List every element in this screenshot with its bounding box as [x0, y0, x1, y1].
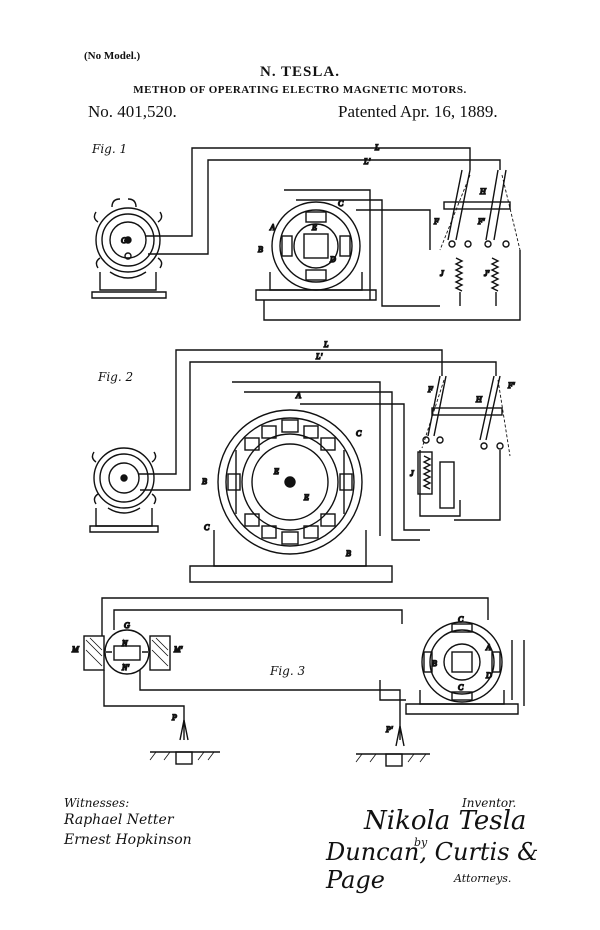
svg-text:D: D [329, 255, 336, 264]
svg-text:F: F [433, 217, 439, 226]
fig1-generator [91, 198, 167, 299]
svg-text:C: C [356, 429, 362, 438]
svg-text:L: L [323, 340, 329, 349]
attorneys-label: Attorneys. [454, 872, 512, 885]
svg-text:B: B [346, 549, 351, 558]
attorneys-signature: Duncan, Curtis & Page [326, 838, 539, 894]
witness-signature-2: Ernest Hopkinson [64, 832, 192, 848]
fig2-generator [89, 447, 159, 533]
svg-text:D: D [485, 671, 492, 680]
fig2-motor [189, 381, 430, 583]
svg-text:P': P' [385, 725, 393, 734]
inventor-signature: Nikola Tesla [364, 806, 527, 836]
fig1-switch [439, 169, 521, 306]
svg-text:E: E [311, 223, 317, 232]
svg-text:J: J [410, 469, 414, 478]
svg-text:A: A [485, 643, 491, 652]
fig2-label: Fig. 2 [98, 370, 134, 384]
fig3-grounds [149, 719, 430, 767]
svg-text:N: N [121, 639, 128, 648]
patent-title: METHOD OF OPERATING ELECTRO MAGNETIC MOT… [133, 84, 467, 96]
svg-text:E: E [273, 467, 279, 476]
fig2-drawing: L L' A C B E E C B F F' H J [89, 339, 516, 583]
fig3-left-machine [83, 629, 171, 675]
patent-date: Patented Apr. 16, 1889. [338, 102, 498, 121]
svg-text:C: C [338, 199, 344, 208]
svg-text:G: G [121, 236, 127, 245]
fig1-motor [255, 189, 521, 321]
svg-text:B: B [258, 245, 263, 254]
svg-text:G: G [124, 621, 130, 630]
svg-text:B: B [202, 477, 207, 486]
svg-text:L': L' [315, 352, 322, 361]
fig3-right-motor [379, 621, 525, 715]
svg-text:H: H [475, 395, 483, 404]
svg-text:M': M' [173, 645, 183, 654]
patent-number: No. 401,520. [88, 102, 177, 121]
svg-text:F': F' [477, 217, 485, 226]
svg-text:F': F' [507, 381, 515, 390]
svg-text:L: L [374, 143, 380, 152]
fig1-label: Fig. 1 [92, 142, 128, 156]
fig2-switch [417, 375, 511, 521]
fig1-drawing: L L' G A B C D E H F F' J J' [91, 142, 521, 321]
svg-text:E: E [303, 493, 309, 502]
svg-text:P: P [171, 713, 177, 722]
inventor-label: Inventor. [462, 796, 517, 810]
svg-text:C: C [204, 523, 210, 532]
svg-text:F: F [427, 385, 433, 394]
witnesses-label: Witnesses: [64, 796, 130, 810]
svg-text:B: B [432, 659, 437, 668]
svg-text:C: C [458, 683, 464, 692]
svg-text:M: M [71, 645, 80, 654]
svg-text:L': L' [363, 157, 370, 166]
no-model-note: (No Model.) [84, 50, 141, 62]
by-text: by [414, 836, 428, 849]
fig3-label: Fig. 3 [270, 664, 306, 678]
patent-inventor: N. TESLA. [259, 64, 340, 80]
svg-text:N': N' [121, 663, 129, 672]
witness-signature-1: Raphael Netter [64, 812, 174, 828]
svg-text:A: A [295, 391, 301, 400]
svg-text:J: J [440, 269, 444, 278]
svg-text:A: A [269, 223, 275, 232]
svg-text:C: C [458, 615, 464, 624]
svg-text:H: H [479, 187, 487, 196]
fig3-drawing: G M M' N' N C C B A D P P' [70, 597, 525, 767]
svg-text:J': J' [484, 269, 490, 278]
